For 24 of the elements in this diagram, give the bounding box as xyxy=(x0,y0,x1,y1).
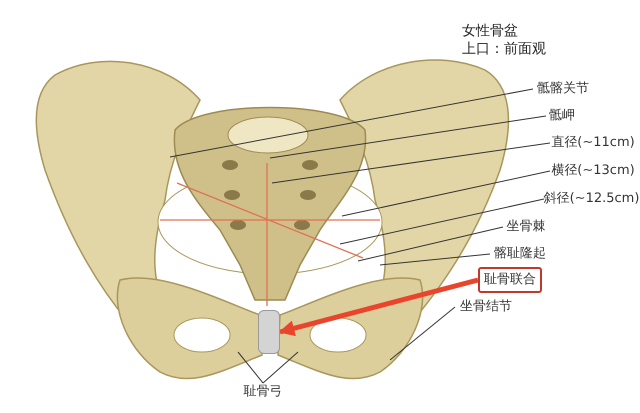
leader-line xyxy=(262,352,298,384)
anatomy-label: 髂耻隆起 xyxy=(490,245,550,263)
leader-line xyxy=(270,116,546,158)
anatomy-label: 坐骨结节 xyxy=(455,298,517,316)
subtitle: 上口：前面观 xyxy=(462,40,546,58)
anatomy-label: 耻骨弓 xyxy=(240,383,286,401)
anatomy-label: 耻骨联合 xyxy=(478,267,542,293)
pubic-symphysis xyxy=(258,310,280,354)
anatomy-label: 直径(~11cm) xyxy=(550,134,636,152)
anatomy-label: 骶岬 xyxy=(546,107,578,125)
anatomy-label: 骶髂关节 xyxy=(533,80,593,98)
leader-line xyxy=(238,352,264,384)
anatomy-label: 斜径(~12.5cm) xyxy=(544,190,639,208)
anatomy-label: 坐骨棘 xyxy=(503,218,549,236)
arrow xyxy=(278,278,479,336)
leader-line xyxy=(170,88,534,158)
leader-line xyxy=(380,254,490,266)
anatomy-label: 横径(~13cm) xyxy=(550,162,636,180)
title: 女性骨盆 xyxy=(462,22,519,40)
leader-line xyxy=(390,306,456,360)
leader-line xyxy=(358,226,504,262)
leader-line xyxy=(342,170,550,216)
leader-line xyxy=(340,198,544,244)
leader-line xyxy=(272,142,550,184)
